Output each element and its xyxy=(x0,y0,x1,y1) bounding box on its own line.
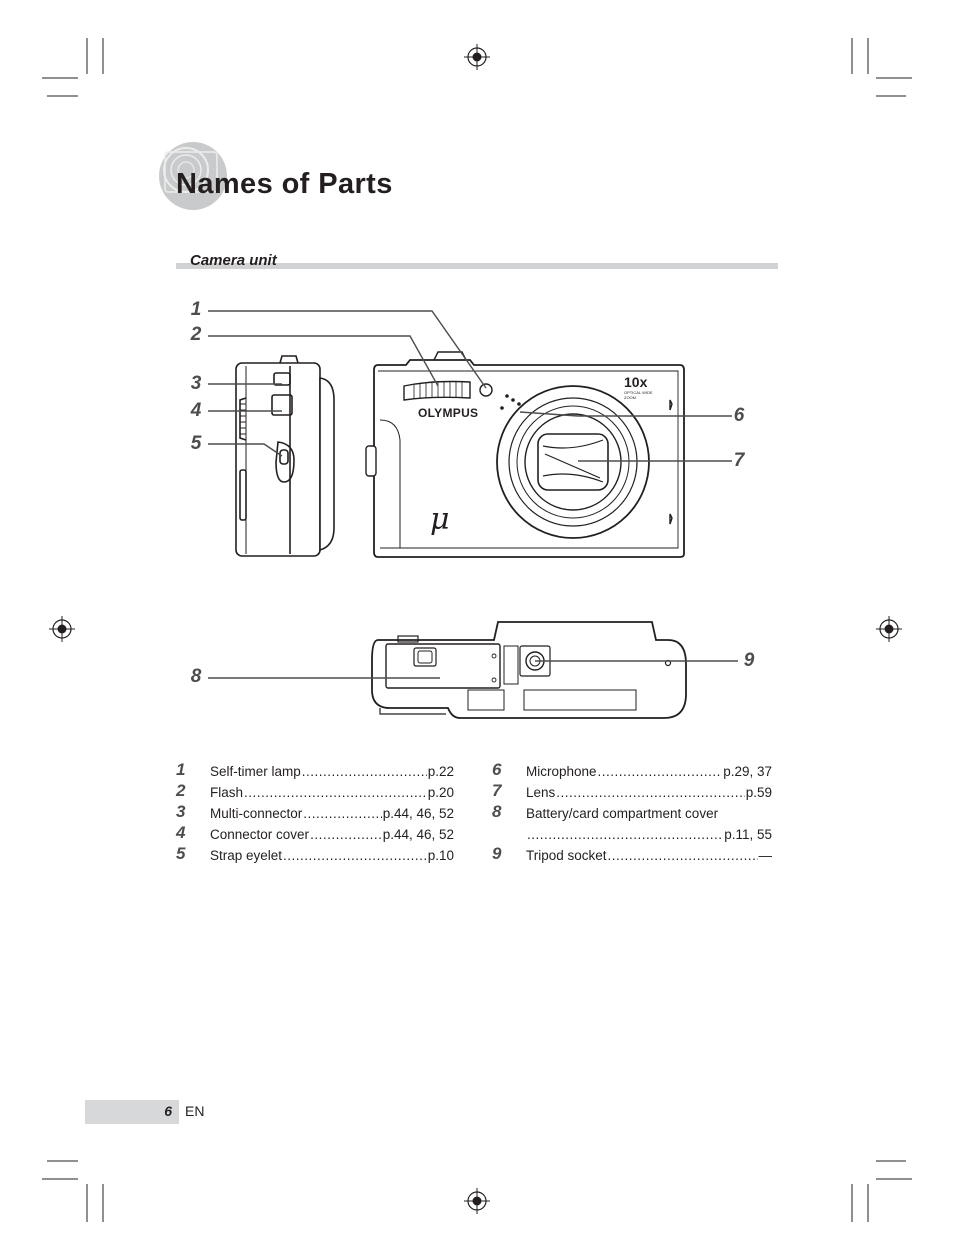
leader-dots: ........................................… xyxy=(527,827,724,842)
callout-7: 7 xyxy=(733,450,745,471)
leader-dots: ........................................… xyxy=(556,785,744,800)
section-label: Camera unit xyxy=(190,252,277,269)
legend-page-ref[interactable]: p.59 xyxy=(745,785,772,800)
callout-4: 4 xyxy=(190,400,202,421)
callout-2: 2 xyxy=(190,324,202,345)
legend-number: 8 xyxy=(492,802,502,821)
legend-name: Self-timer lamp xyxy=(210,764,301,779)
legend-number: 7 xyxy=(492,781,502,800)
section-rule xyxy=(176,263,778,269)
camera-side-view xyxy=(235,355,335,557)
legend-page-ref[interactable]: p.10 xyxy=(427,848,454,863)
registration-mark-right xyxy=(876,616,902,642)
leader-dots: ........................................… xyxy=(301,764,427,779)
legend-number: 4 xyxy=(176,823,186,842)
legend-number: 9 xyxy=(492,844,502,863)
legend-name: Flash xyxy=(210,785,244,800)
callout-leader-lines xyxy=(208,310,738,679)
leader-dots: ........................................… xyxy=(597,764,723,779)
legend-name: Strap eyelet xyxy=(210,848,283,863)
series-mark: μ xyxy=(430,502,450,537)
page-number: 6 xyxy=(164,1103,172,1119)
callout-1: 1 xyxy=(190,299,202,320)
legend-number: 5 xyxy=(176,844,186,863)
legend-page-ref[interactable]: p.44, 46, 52 xyxy=(382,806,454,821)
legend-number: 2 xyxy=(176,781,186,800)
legend-page-ref[interactable]: p.11, 55 xyxy=(724,827,772,842)
legend-page-ref[interactable]: p.29, 37 xyxy=(723,764,772,779)
legend-page-ref[interactable]: — xyxy=(758,848,773,863)
callout-5: 5 xyxy=(190,433,202,454)
page-title: Names of Parts xyxy=(176,168,393,200)
legend-number: 3 xyxy=(176,802,186,821)
camera-bottom-view xyxy=(371,621,687,719)
legend-name: Battery/card compartment cover xyxy=(526,806,719,821)
zoom-badge: 10x xyxy=(624,374,648,390)
legend-name: Multi-connector xyxy=(210,806,303,821)
legend-name: Lens xyxy=(526,785,556,800)
brand-logo: OLYMPUS xyxy=(418,406,479,420)
callout-8: 8 xyxy=(190,666,202,687)
leader-dots: ........................................… xyxy=(303,806,382,821)
registration-mark-left xyxy=(49,616,75,642)
leader-dots: ........................................… xyxy=(244,785,427,800)
leader-dots: ........................................… xyxy=(310,827,382,842)
camera-front-view xyxy=(365,351,685,558)
zoom-badge-sub: OPTICAL WIDE ZOOM xyxy=(624,390,653,400)
legend-page-ref[interactable]: p.20 xyxy=(427,785,454,800)
page-language: EN xyxy=(185,1103,205,1119)
legend-number: 6 xyxy=(492,760,502,779)
legend-name: Connector cover xyxy=(210,827,310,842)
title-lens-emblem-icon xyxy=(159,142,227,210)
legend-name: Microphone xyxy=(526,764,597,779)
callout-6: 6 xyxy=(733,405,745,426)
callout-9: 9 xyxy=(743,650,755,671)
registration-mark-top xyxy=(464,44,490,70)
legend-name: Tripod socket xyxy=(526,848,607,863)
legend-page-ref[interactable]: p.44, 46, 52 xyxy=(382,827,454,842)
callout-3: 3 xyxy=(190,373,202,394)
crop-marks xyxy=(42,38,912,1222)
legend-page-ref[interactable]: p.22 xyxy=(427,764,454,779)
leader-dots: ........................................… xyxy=(607,848,758,863)
leader-dots: ........................................… xyxy=(283,848,427,863)
legend-number: 1 xyxy=(176,760,186,779)
page-number-tab xyxy=(85,1100,179,1124)
registration-mark-bottom xyxy=(464,1188,490,1214)
